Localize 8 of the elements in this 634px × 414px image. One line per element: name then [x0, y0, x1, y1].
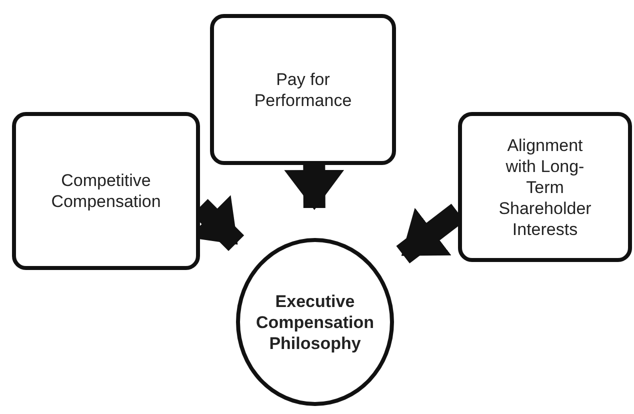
rounded-box	[12, 112, 200, 270]
node-label: Alignment with Long-Term Shareholder Interests	[498, 134, 592, 240]
node-label: Executive Compensation Philosophy	[254, 290, 376, 354]
rounded-box	[458, 112, 632, 262]
block-arrow	[284, 164, 344, 210]
rounded-box	[210, 14, 396, 165]
node-label: Pay for Performance	[253, 68, 353, 110]
node-label: Competitive Compensation	[50, 170, 162, 212]
